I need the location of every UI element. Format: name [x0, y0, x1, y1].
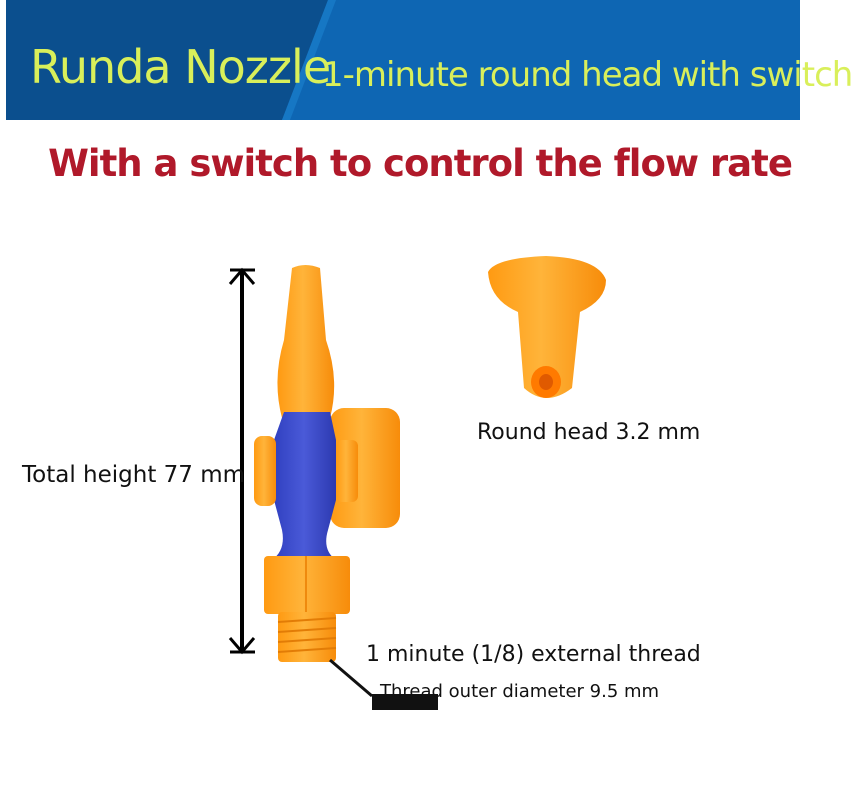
nozzle-with-switch: [254, 265, 400, 662]
product-illustration: [228, 256, 606, 710]
header-banner: Runda Nozzle 1-minute round head with sw…: [6, 0, 852, 120]
banner-background: [6, 0, 800, 120]
banner-title: 1-minute round head with switch: [322, 55, 852, 95]
thread-leader-line: [329, 658, 438, 710]
page-subtitle: With a switch to control the flow rate: [48, 142, 793, 185]
height-dimension-arrow: [228, 267, 256, 655]
round-head-label: Round head 3.2 mm: [477, 420, 701, 445]
external-thread-label: 1 minute (1/8) external thread: [366, 642, 701, 667]
brand-name: Runda Nozzle: [30, 40, 331, 94]
thread-diameter-label: Thread outer diameter 9.5 mm: [380, 681, 660, 702]
total-height-label: Total height 77 mm: [22, 462, 246, 488]
round-head-closeup: [488, 256, 606, 398]
